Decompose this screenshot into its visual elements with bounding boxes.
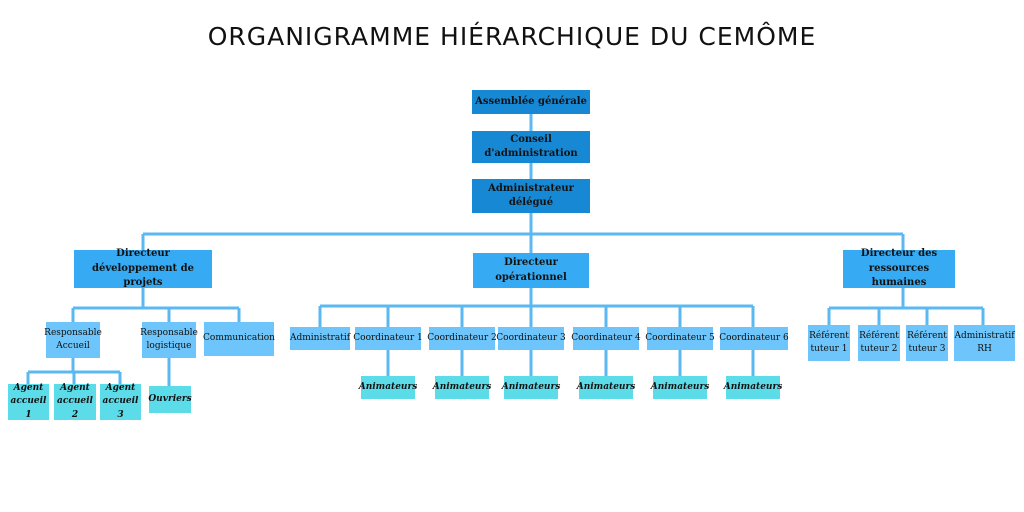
node-label: Conseil d'administration	[484, 133, 578, 160]
node-animateurs-3: Animateurs	[501, 376, 561, 399]
node-label: Référent tuteur 3	[907, 330, 947, 354]
node-label: Administrateur délégué	[488, 182, 574, 209]
node-label: Coordinateur 6	[719, 332, 789, 343]
node-directeur-rh: Directeur des ressources humaines	[843, 248, 955, 289]
node-label: Ouvriers	[148, 393, 192, 404]
node-coordinateur-6: Coordinateur 6	[719, 327, 789, 350]
node-administrateur-delegue: Administrateur délégué	[472, 179, 590, 213]
node-label: Animateurs	[723, 381, 783, 392]
node-coordinateur-4: Coordinateur 4	[571, 327, 641, 350]
node-communication: Communication	[203, 322, 275, 356]
node-label: Agent accueil 1	[10, 383, 47, 420]
node-animateurs-4: Animateurs	[576, 376, 636, 399]
node-label: Agent accueil 2	[57, 383, 93, 420]
node-label: Communication	[203, 333, 275, 344]
node-label: Directeur opérationnel	[495, 257, 567, 283]
node-label: Directeur des ressources humaines	[860, 248, 938, 289]
node-animateurs-1: Animateurs	[358, 376, 418, 399]
node-responsable-accueil: Responsable Accueil	[44, 322, 102, 358]
node-referent-tuteur-3: Référent tuteur 3	[906, 325, 948, 361]
node-animateurs-2: Animateurs	[432, 376, 492, 399]
node-responsable-logistique: Responsable logistique	[140, 322, 198, 358]
node-label: Référent tuteur 2	[859, 330, 899, 354]
node-label: Animateurs	[650, 381, 710, 392]
node-administratif-rh: Administratif RH	[954, 325, 1015, 361]
node-coordinateur-1: Coordinateur 1	[353, 327, 423, 350]
node-label: Coordinateur 5	[645, 332, 715, 343]
node-referent-tuteur-1: Référent tuteur 1	[808, 325, 850, 361]
node-label: Administratif	[289, 332, 351, 343]
node-label: Responsable logistique	[140, 327, 198, 351]
node-label: Référent tuteur 1	[809, 330, 849, 354]
node-label: Coordinateur 4	[571, 332, 641, 343]
node-label: Animateurs	[501, 381, 561, 392]
node-label: Coordinateur 2	[427, 332, 497, 343]
node-agent-accueil-3: Agent accueil 3	[100, 383, 141, 420]
node-label: Animateurs	[576, 381, 636, 392]
node-ouvriers: Ouvriers	[148, 386, 192, 413]
node-label: Coordinateur 1	[353, 332, 423, 343]
node-coordinateur-5: Coordinateur 5	[645, 327, 715, 350]
node-directeur-operationnel: Directeur opérationnel	[473, 253, 589, 288]
node-label: Coordinateur 3	[496, 332, 566, 343]
node-administratif: Administratif	[290, 327, 350, 350]
node-animateurs-5: Animateurs	[650, 376, 710, 399]
node-referent-tuteur-2: Référent tuteur 2	[858, 325, 900, 361]
node-label: Assemblée générale	[475, 95, 587, 107]
node-coordinateur-2: Coordinateur 2	[427, 327, 497, 350]
node-animateurs-6: Animateurs	[723, 376, 783, 399]
node-conseil-administration: Conseil d'administration	[472, 131, 590, 163]
node-label: Directeur développement de projets	[91, 248, 194, 289]
chart-title: ORGANIGRAMME HIÉRARCHIQUE DU CEMÔME	[207, 22, 817, 51]
node-agent-accueil-2: Agent accueil 2	[54, 383, 96, 420]
node-directeur-projets: Directeur développement de projets	[74, 248, 212, 289]
node-agent-accueil-1: Agent accueil 1	[8, 383, 49, 420]
node-coordinateur-3: Coordinateur 3	[496, 327, 566, 350]
node-label: Animateurs	[358, 381, 418, 392]
node-label: Animateurs	[432, 381, 492, 392]
node-label: Administratif RH	[954, 330, 1015, 354]
node-label: Responsable Accueil	[44, 327, 102, 351]
node-label: Agent accueil 3	[102, 383, 139, 420]
node-assemblee-generale: Assemblée générale	[472, 90, 590, 114]
